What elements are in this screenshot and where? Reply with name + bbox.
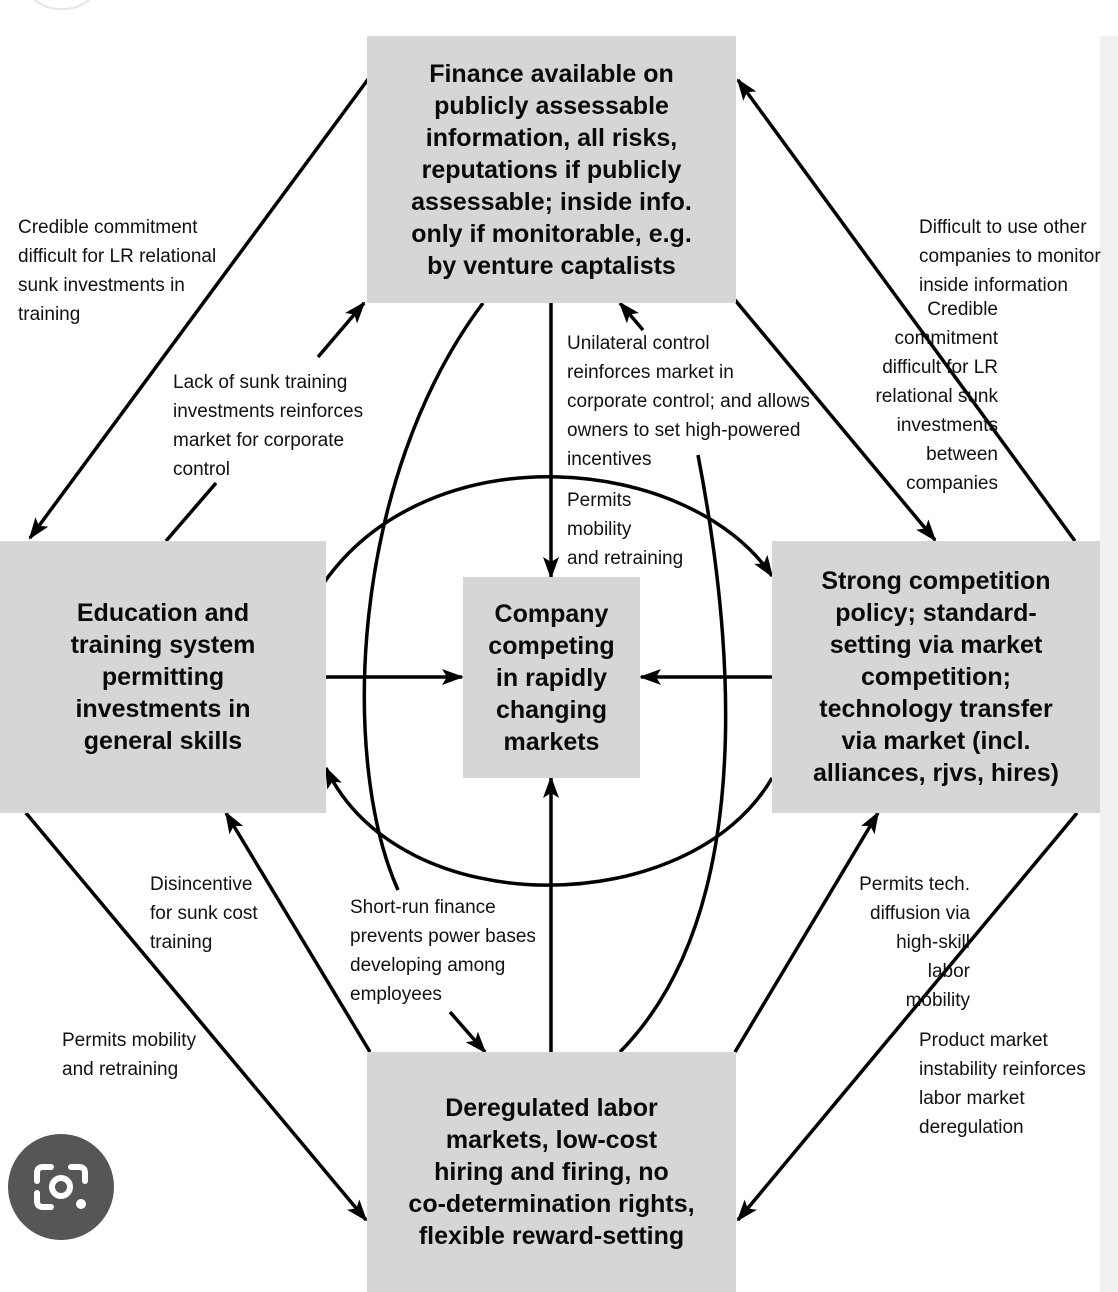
line-education-to-finance-lower (164, 481, 218, 543)
right-edge-strip (1100, 36, 1118, 1292)
label-unilateral-control: Unilateral control reinforces market in … (567, 333, 810, 470)
label-difficult-other-companies: Difficult to use other companies to moni… (919, 217, 1101, 296)
finance-box: Finance available on publicly assessable… (367, 36, 736, 303)
arrow-education-to-labor (24, 811, 368, 1222)
label-product-market-instability: Product market instability reinforces la… (919, 1030, 1086, 1138)
label-disincentive-sunk-cost: Disincentive for sunk cost training (150, 874, 258, 953)
competition-box: Strong competition policy; standard- set… (772, 541, 1100, 813)
labor-box: Deregulated labor markets, low-cost hiri… (367, 1052, 736, 1292)
label-short-run-finance: Short-run finance prevents power bases d… (350, 897, 536, 1005)
arrow-labor-to-competition (733, 811, 880, 1053)
label-permits-tech-diffusion: Permits tech. diffusion via high-skill l… (859, 874, 970, 1011)
loop-top-arc (321, 475, 774, 586)
label-credible-commitment-companies: Credible commitment difficult for LR rel… (875, 299, 998, 494)
lens-search-button[interactable] (8, 1134, 114, 1240)
education-box: Education and training system permitting… (0, 541, 326, 813)
arrow-finance-to-education (28, 76, 371, 540)
lens-camera-icon (34, 1164, 88, 1210)
arrow-competition-to-finance (736, 78, 1077, 543)
label-credible-commitment-training: Credible commitment difficult for LR rel… (18, 217, 217, 325)
arrow-competition-to-labor (736, 811, 1079, 1222)
company-box: Company competing in rapidly changing ma… (463, 577, 640, 778)
label-lack-of-sunk-training: Lack of sunk training investments reinfo… (173, 372, 364, 480)
loop-bottom-arc (324, 766, 774, 887)
arrow-labor-to-education (224, 811, 372, 1053)
arrow-company-to-finance (618, 301, 645, 332)
arrow-short-run-finance-to-labor (448, 1010, 487, 1054)
arrow-education-to-finance (316, 301, 366, 359)
ellipse-right-arc (618, 454, 728, 1054)
ellipse-left-arc (362, 301, 485, 891)
label-permits-mobility-left: Permits mobility and retraining (62, 1030, 197, 1080)
label-permits-mobility-center: Permits mobility and retraining (567, 490, 684, 569)
arrow-finance-to-competition (733, 298, 937, 542)
